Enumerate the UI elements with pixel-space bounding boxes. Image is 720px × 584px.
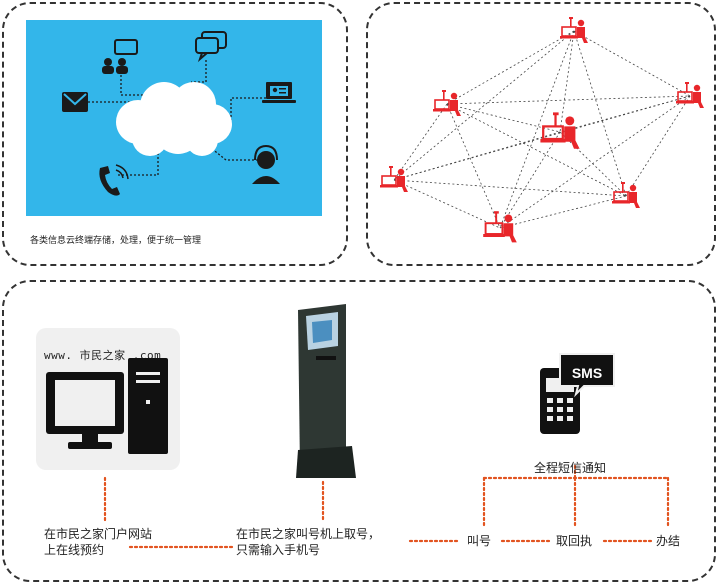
network-link	[499, 30, 575, 229]
envelope-icon	[62, 92, 88, 112]
workstation-user-icon	[483, 211, 517, 243]
network-link	[499, 195, 627, 229]
sms-stage-receipt: 取回执	[556, 534, 593, 548]
network-link	[446, 95, 691, 105]
cloud-illustration	[26, 20, 322, 216]
cloud-caption: 各类信息云终端存储，处理，便于统一管理	[30, 236, 202, 246]
workstation-user-icon	[560, 17, 588, 43]
network-link	[559, 131, 627, 197]
network-link	[573, 30, 627, 197]
network-link	[499, 131, 561, 229]
network-link	[625, 95, 691, 197]
network-link	[559, 30, 575, 133]
network-link	[446, 103, 561, 133]
online-step-line-2: 上在线预约	[44, 543, 105, 557]
network-link	[393, 103, 448, 181]
sms-notification-title: 全程短信通知	[534, 461, 607, 475]
kiosk-step-line-1: 在市民之家叫号机上取号，	[236, 527, 381, 541]
phone-icon	[99, 164, 129, 196]
laptop-profile-icon	[262, 82, 296, 103]
workstation-user-icon	[380, 166, 408, 192]
kiosk-step-line-2: 只需输入手机号	[236, 543, 321, 557]
network-link	[393, 179, 627, 197]
workstation-user-icon	[676, 82, 704, 108]
desktop-computer-icon	[46, 358, 168, 454]
workstation-user-icon	[433, 90, 461, 116]
network-link	[446, 30, 575, 105]
network-panel	[366, 2, 716, 266]
online-step-line-1: 在市民之家门户网站	[44, 527, 153, 541]
queue-kiosk-icon	[296, 304, 356, 478]
workstation-user-icon	[612, 182, 640, 208]
sms-stage-call: 叫号	[467, 534, 492, 548]
network-link	[393, 131, 561, 181]
workstation-user-icon	[540, 112, 580, 149]
sms-phone-icon	[540, 353, 615, 434]
user-headset-icon	[252, 144, 280, 184]
sms-stage-complete: 办结	[656, 534, 681, 548]
network-link	[393, 95, 691, 181]
cloud-icon	[116, 82, 232, 156]
speech-bubble-icon	[195, 31, 227, 63]
chat-icon	[102, 39, 138, 74]
network-link	[393, 179, 501, 229]
network-link	[446, 103, 627, 197]
sms-badge: SMS	[572, 365, 602, 381]
network-link	[393, 30, 575, 181]
